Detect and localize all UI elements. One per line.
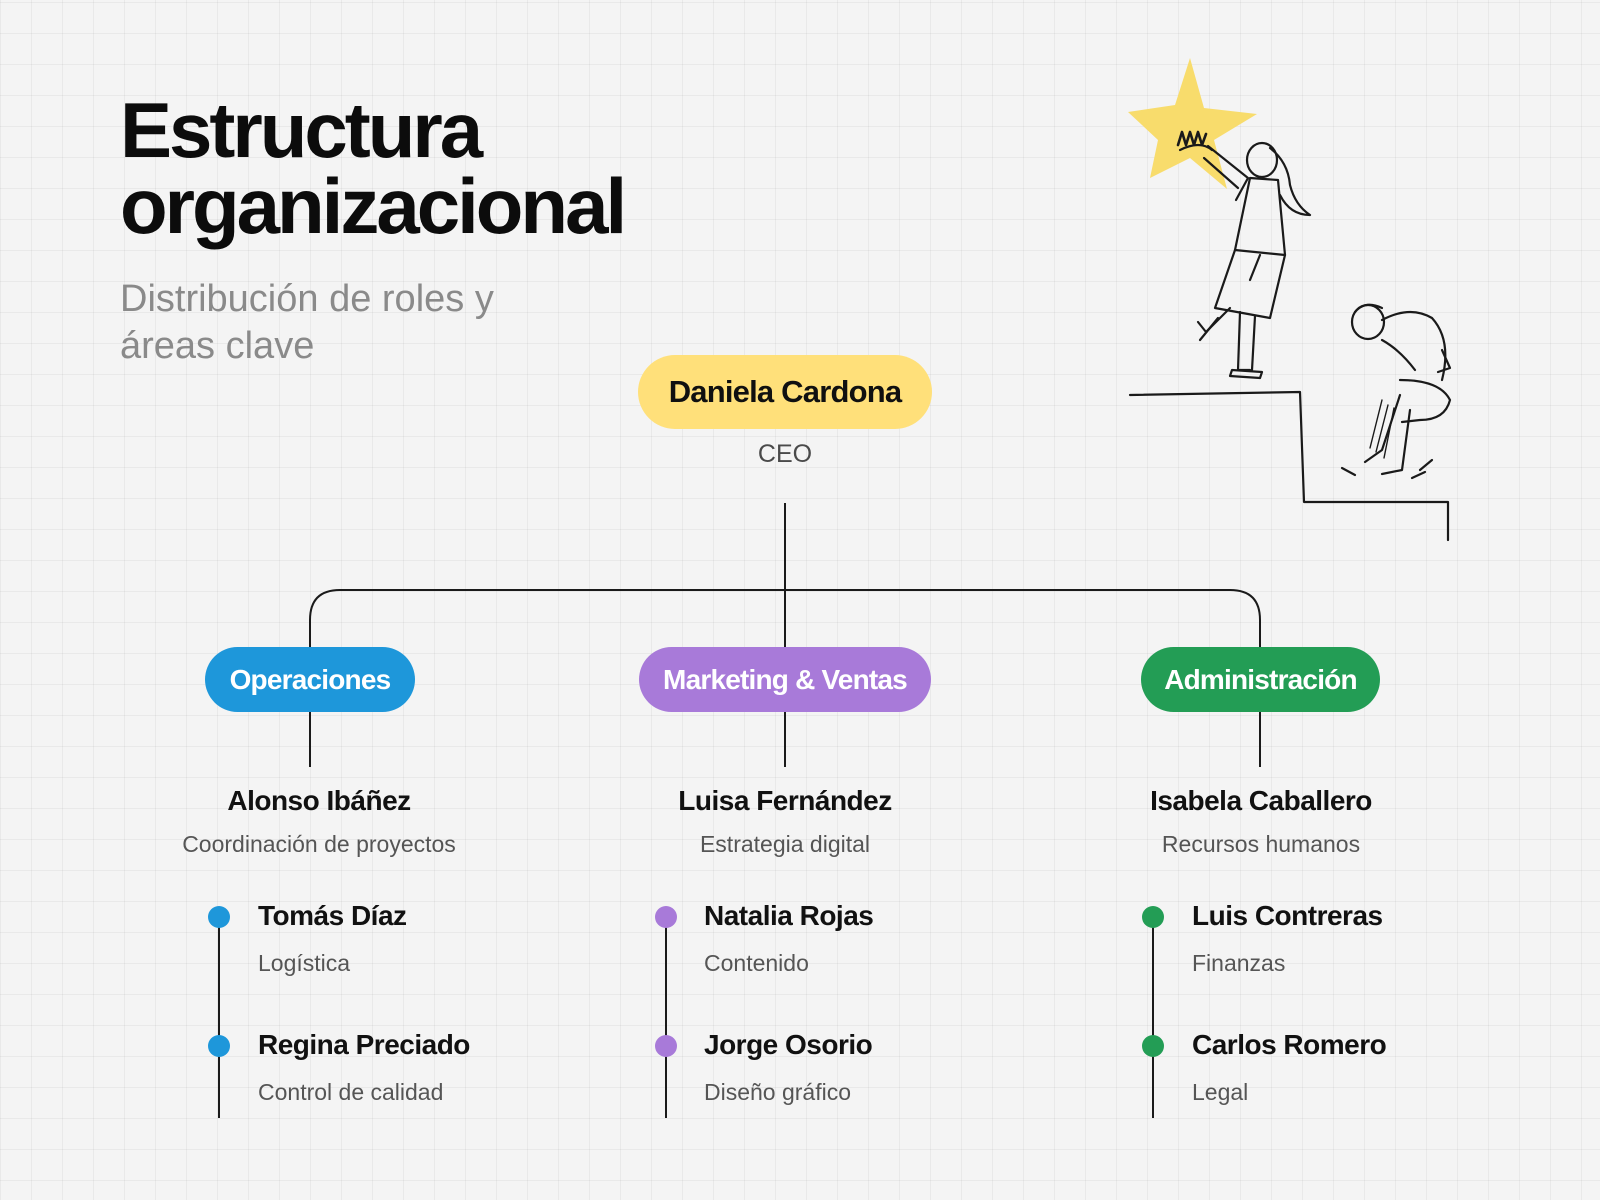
- title-line-1: Estructura: [120, 86, 483, 174]
- star-reaching-people-illustration: [1128, 58, 1452, 542]
- department-pill-operaciones: Operaciones: [205, 647, 415, 712]
- staff-name: Regina Preciado: [258, 1029, 470, 1060]
- page-subtitle: Distribución de roles y áreas clave: [120, 276, 494, 370]
- staff-name: Natalia Rojas: [704, 900, 874, 931]
- manager-name: Alonso Ibáñez: [227, 785, 411, 816]
- title-line-2: organizacional: [120, 162, 627, 250]
- staff-name: Tomás Díaz: [258, 900, 407, 931]
- manager-operaciones: Alonso Ibáñez Coordinación de proyectos: [119, 783, 519, 859]
- staff-role: Finanzas: [1192, 950, 1286, 976]
- manager-marketing: Luisa Fernández Estrategia digital: [585, 783, 985, 859]
- staff-dot-icon: [655, 906, 677, 928]
- department-branch-connector: [309, 589, 1261, 647]
- manager-role: Estrategia digital: [699, 831, 871, 857]
- staff-dot-icon: [208, 906, 230, 928]
- subtitle-line-1: Distribución de roles y: [120, 278, 494, 320]
- staff-name: Jorge Osorio: [704, 1029, 873, 1060]
- star-icon: [1128, 58, 1257, 189]
- manager-administracion: Isabela Caballero Recursos humanos: [1061, 783, 1461, 859]
- staff-dot-icon: [1142, 1035, 1164, 1057]
- staff-role: Logística: [258, 950, 351, 976]
- manager-role: Recursos humanos: [1161, 831, 1361, 857]
- ceo-role: CEO: [757, 440, 813, 468]
- staff-dot-icon: [655, 1035, 677, 1057]
- department-pill-administracion: Administración: [1141, 647, 1380, 712]
- staff-role: Control de calidad: [258, 1079, 444, 1105]
- staff-name: Carlos Romero: [1192, 1029, 1387, 1060]
- ceo-name: Daniela Cardona: [668, 374, 902, 409]
- manager-role: Coordinación de proyectos: [182, 831, 456, 857]
- department-pill-marketing: Marketing & Ventas: [639, 647, 931, 712]
- department-label: Administración: [1164, 663, 1357, 695]
- stairs-icon: [1128, 390, 1450, 542]
- subtitle-line-2: áreas clave: [120, 325, 315, 367]
- staff-name: Luis Contreras: [1192, 900, 1383, 931]
- staff-dot-icon: [1142, 906, 1164, 928]
- staff-role: Diseño gráfico: [704, 1079, 852, 1105]
- ceo-pill: Daniela Cardona: [638, 355, 932, 429]
- staff-role: Legal: [1192, 1079, 1249, 1105]
- manager-name: Isabela Caballero: [1150, 785, 1372, 816]
- department-label: Marketing & Ventas: [663, 663, 908, 695]
- staff-dot-icon: [208, 1035, 230, 1057]
- staff-role: Contenido: [704, 950, 809, 976]
- manager-name: Luisa Fernández: [678, 785, 892, 816]
- page-title: Estructura organizacional: [120, 91, 627, 245]
- department-label: Operaciones: [229, 663, 392, 695]
